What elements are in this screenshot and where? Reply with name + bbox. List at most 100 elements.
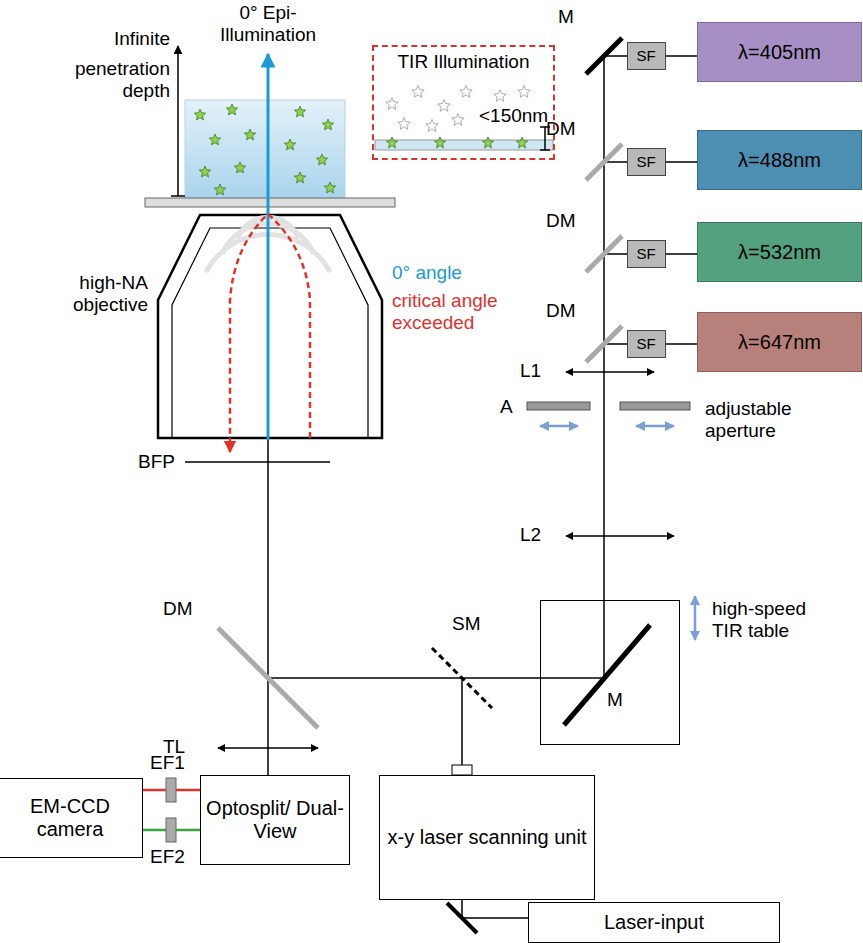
aperture-arrow: [636, 425, 674, 428]
fluorophore-star: [199, 166, 210, 177]
spatial-filter: SF: [627, 330, 666, 358]
depth-label: Infinite: [60, 28, 170, 50]
dichroic-mirror: [586, 236, 622, 272]
part-label: high-speed TIR table: [712, 598, 832, 642]
spatial-filter: SF: [627, 148, 666, 176]
depth-label: penetration depth: [40, 58, 170, 102]
tir-mirror: [564, 625, 650, 725]
dichroic-mirror: [586, 326, 622, 362]
node-text: λ=488nm: [734, 149, 825, 172]
emission-filter: [166, 778, 176, 802]
node-text: SF: [632, 335, 659, 352]
laser-box: λ=405nm: [697, 22, 862, 82]
fluorophore-star: [412, 86, 424, 98]
fluorophore-star: [482, 137, 493, 148]
fluorophore-star: [244, 129, 255, 140]
node-text: Laser-input: [600, 911, 708, 934]
fluorophore-star: [226, 104, 237, 115]
beam-connector: [666, 343, 698, 345]
fluorophore-star: [316, 154, 327, 165]
fluorophore-star: [386, 137, 397, 148]
part-label: adjustable aperture: [705, 398, 825, 442]
aperture-arrow: [540, 425, 578, 428]
part-label: M: [558, 6, 584, 28]
epi-beam: [267, 54, 270, 440]
excitation-beam: [268, 677, 604, 679]
node-text: SF: [632, 245, 659, 262]
fluorophore-star: [460, 86, 472, 98]
node-text: SF: [632, 47, 659, 64]
filter-label: EF1: [150, 752, 190, 774]
fluorophore-star: [516, 137, 527, 148]
fluorophore-star: [284, 139, 295, 150]
objective-inner: [172, 228, 368, 438]
node-text: λ=532nm: [734, 241, 825, 264]
part-label: DM: [546, 300, 582, 322]
dichroic-mirror: [586, 144, 622, 180]
part-label: L1: [520, 360, 550, 382]
laser-box: λ=647nm: [697, 312, 862, 372]
lens: [566, 535, 674, 536]
angle-label: 0° angle: [392, 262, 502, 284]
camera-box: EM-CCD camera: [0, 778, 143, 858]
objective-body: [158, 215, 382, 438]
part-label: DM: [546, 210, 582, 232]
beam-connector: [666, 253, 698, 255]
angle-label: critical angle exceeded: [392, 290, 522, 334]
filter-label: EF2: [150, 846, 190, 868]
sample-medium: [185, 100, 345, 198]
laser-box: λ=488nm: [697, 130, 862, 190]
lens: [566, 371, 654, 372]
fluorophore-star: [209, 134, 220, 145]
depth-arrow: [177, 46, 179, 196]
node-text: M: [607, 689, 631, 711]
fluorophore-star: [214, 184, 225, 195]
scanning-unit: x-y laser scanning unit: [379, 775, 595, 900]
part-label: SM: [452, 613, 488, 635]
tir-inset: TIR Illumination <150nm: [372, 45, 555, 160]
fluorophore-star: [324, 182, 335, 193]
part-label: DM: [163, 598, 199, 620]
fluorophore-star: [194, 109, 205, 120]
beam-title: 0° Epi-Illumination: [193, 2, 343, 46]
emission-filter: [166, 818, 176, 842]
node-text: λ=647nm: [734, 331, 825, 354]
fluorophore-star: [322, 119, 333, 130]
node-text: EM-CCD camera: [0, 795, 142, 841]
laser-box: λ=532nm: [697, 222, 862, 282]
beam-connector: [666, 161, 698, 163]
part-label: L2: [520, 524, 550, 546]
depth-tick: [171, 195, 185, 197]
fluorophore-star: [494, 90, 506, 102]
part-label: A: [500, 396, 524, 418]
fluorophore-star: [294, 106, 305, 117]
tube-lens: [218, 747, 318, 748]
fluorophores: [194, 86, 530, 195]
node-text: λ=405nm: [734, 41, 825, 64]
mirror: [586, 38, 622, 74]
node-text: <150nm: [479, 105, 549, 127]
fluorophore-star: [294, 172, 305, 183]
fluorophore-star: [398, 118, 410, 130]
tir-table: M: [540, 600, 680, 745]
tir-beam: [230, 214, 310, 452]
part-label: high-NA objective: [20, 272, 148, 316]
spatial-filter: SF: [627, 240, 666, 268]
optical-axis: [267, 438, 269, 775]
fluorophore-star: [438, 100, 450, 112]
dichroic-mirror: [218, 628, 318, 728]
node-text: x-y laser scanning unit: [384, 826, 591, 849]
part-label: DM: [546, 118, 582, 140]
node-text: Optosplit/ Dual-View: [201, 797, 349, 843]
node-text: TIR Illumination: [374, 51, 553, 73]
coverslip: [145, 198, 395, 207]
scan-port: [452, 765, 472, 775]
fluorophore-star: [434, 137, 445, 148]
fluorophore-star: [234, 162, 245, 173]
aperture-blade: [620, 402, 690, 410]
table-arrow: [694, 596, 697, 640]
image-splitter: Optosplit/ Dual-View: [200, 775, 350, 865]
excitation-beam: [603, 56, 605, 678]
spatial-filter: SF: [627, 42, 666, 70]
